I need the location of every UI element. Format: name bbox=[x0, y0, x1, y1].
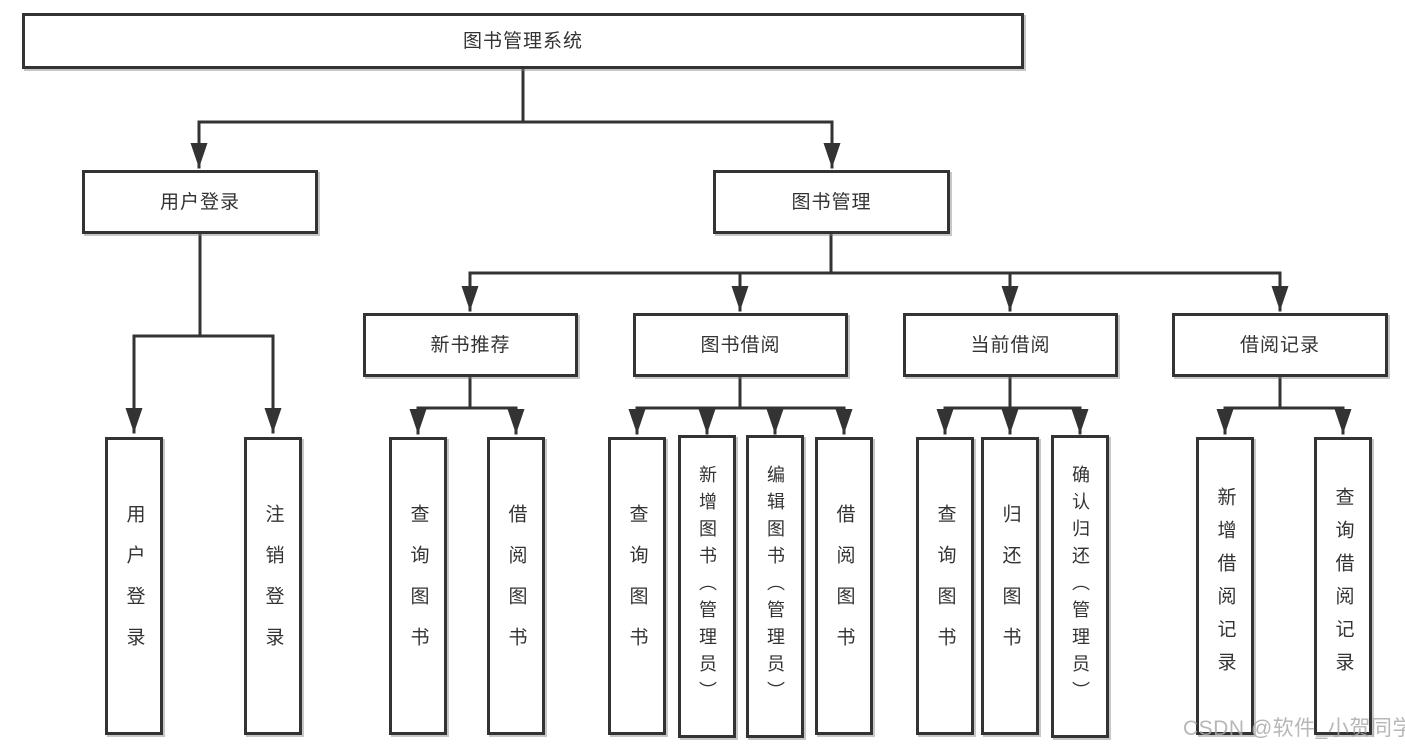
node-leaf-edit-book-admin: 编辑图书（管理员） bbox=[746, 435, 804, 738]
node-leaf-add-book-admin: 新增图书（管理员） bbox=[678, 435, 736, 738]
connector-book-management-children bbox=[461, 232, 1289, 312]
node-leaf-query-book-1: 查询图书 bbox=[389, 437, 447, 735]
node-leaf-query-book-3: 查询图书 bbox=[916, 437, 974, 735]
node-leaf-query-book-2: 查询图书 bbox=[608, 437, 666, 735]
node-leaf-logout: 注销登录 bbox=[244, 437, 302, 735]
connector-book-borrow-children bbox=[628, 375, 853, 435]
node-library-management-system: 图书管理系统 bbox=[22, 13, 1024, 69]
connector-current-borrow-children bbox=[936, 375, 1089, 435]
node-borrow-record: 借阅记录 bbox=[1172, 313, 1388, 377]
node-current-borrow: 当前借阅 bbox=[903, 313, 1118, 377]
node-book-management: 图书管理 bbox=[713, 170, 950, 234]
csdn-watermark: CSDN @软件_小贺同学 bbox=[1183, 717, 1405, 740]
node-new-book-recommend: 新书推荐 bbox=[363, 313, 578, 377]
node-leaf-borrow-book-1: 借阅图书 bbox=[487, 437, 545, 735]
node-user-login: 用户登录 bbox=[82, 170, 318, 234]
node-leaf-confirm-return-admin: 确认归还（管理员） bbox=[1051, 435, 1109, 738]
connector-new-book-recommend-children bbox=[409, 375, 525, 435]
node-leaf-borrow-book-2: 借阅图书 bbox=[815, 437, 873, 735]
node-leaf-add-borrow-record: 新增借阅记录 bbox=[1196, 437, 1254, 735]
node-book-borrow: 图书借阅 bbox=[633, 313, 848, 377]
connector-user-login-children bbox=[125, 232, 282, 434]
connector-root-to-level2 bbox=[190, 67, 841, 169]
connector-borrow-record-children bbox=[1216, 375, 1352, 435]
node-leaf-user-login: 用户登录 bbox=[105, 437, 163, 735]
node-leaf-query-borrow-record: 查询借阅记录 bbox=[1314, 437, 1372, 735]
node-leaf-return-book: 归还图书 bbox=[981, 437, 1039, 735]
